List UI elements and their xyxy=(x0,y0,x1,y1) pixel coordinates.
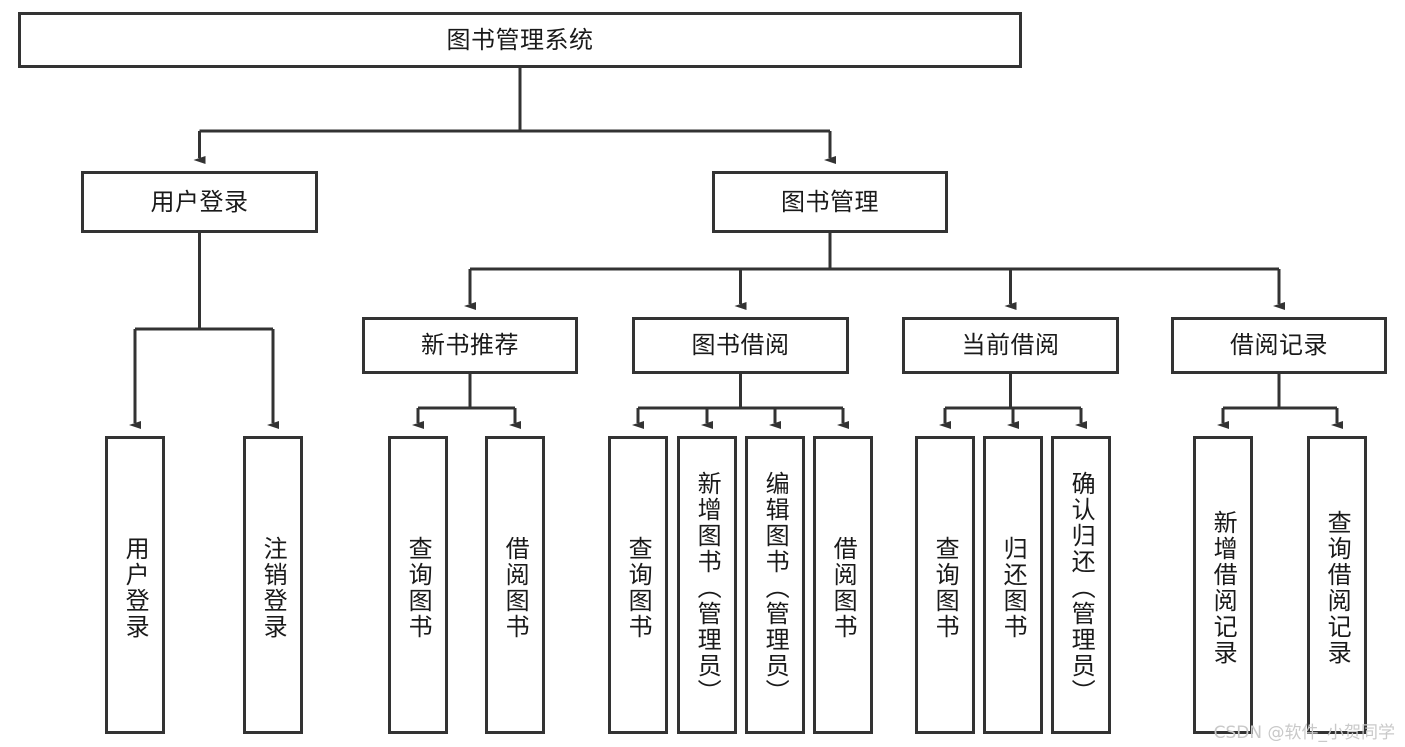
node-label: 用户登录 xyxy=(150,187,249,216)
node-leaf-user-login[interactable]: 用户登录 xyxy=(105,436,165,734)
node-label: 图书借阅 xyxy=(691,331,790,360)
node-label: 新书推荐 xyxy=(421,331,519,360)
node-label: 图书管理 xyxy=(781,187,879,216)
node-leaf-query-book-1[interactable]: 查询图书 xyxy=(388,436,448,734)
node-label: 用户登录 xyxy=(121,536,150,640)
node-leaf-confirm-return[interactable]: 确认归还（管理员） xyxy=(1051,436,1111,734)
watermark-text: CSDN @软件_小贺同学 xyxy=(1213,723,1395,743)
node-book-borrow[interactable]: 图书借阅 xyxy=(632,317,849,374)
node-label: 借阅图书 xyxy=(829,536,858,640)
node-label: 归还图书 xyxy=(999,536,1028,640)
node-book-manage[interactable]: 图书管理 xyxy=(712,171,948,233)
node-leaf-query-book-2[interactable]: 查询图书 xyxy=(608,436,668,734)
node-leaf-return-book[interactable]: 归还图书 xyxy=(983,436,1043,734)
node-label: 新增图书（管理员） xyxy=(693,471,722,705)
node-label: 新增借阅记录 xyxy=(1209,510,1238,666)
node-label: 编辑图书（管理员） xyxy=(761,471,790,705)
node-leaf-borrow-book-2[interactable]: 借阅图书 xyxy=(813,436,873,734)
node-leaf-add-record[interactable]: 新增借阅记录 xyxy=(1193,436,1253,734)
node-label: 查询图书 xyxy=(404,536,433,640)
node-label: 查询图书 xyxy=(624,536,653,640)
node-user-login[interactable]: 用户登录 xyxy=(81,171,318,233)
node-new-book-rec[interactable]: 新书推荐 xyxy=(362,317,578,374)
node-label: 当前借阅 xyxy=(961,331,1060,360)
node-label: 确认归还（管理员） xyxy=(1067,471,1096,705)
node-label: 借阅图书 xyxy=(501,536,530,640)
node-root[interactable]: 图书管理系统 xyxy=(18,12,1022,68)
node-leaf-edit-book[interactable]: 编辑图书（管理员） xyxy=(745,436,805,734)
node-current-borrow[interactable]: 当前借阅 xyxy=(902,317,1119,374)
node-label: 查询图书 xyxy=(931,536,960,640)
node-leaf-logout[interactable]: 注销登录 xyxy=(243,436,303,734)
node-label: 注销登录 xyxy=(259,536,288,640)
node-label: 图书管理系统 xyxy=(446,25,594,54)
node-leaf-borrow-book-1[interactable]: 借阅图书 xyxy=(485,436,545,734)
node-leaf-query-book-3[interactable]: 查询图书 xyxy=(915,436,975,734)
node-borrow-record[interactable]: 借阅记录 xyxy=(1171,317,1387,374)
node-label: 查询借阅记录 xyxy=(1323,510,1352,666)
node-leaf-add-book[interactable]: 新增图书（管理员） xyxy=(677,436,737,734)
node-label: 借阅记录 xyxy=(1230,331,1328,360)
node-leaf-query-record[interactable]: 查询借阅记录 xyxy=(1307,436,1367,734)
